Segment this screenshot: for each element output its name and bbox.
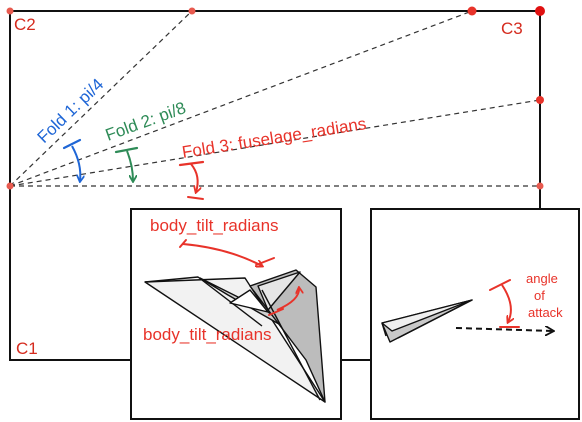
fold-line-1 bbox=[9, 10, 193, 187]
corner-label-c1: C1 bbox=[16, 339, 38, 358]
fold-points bbox=[6, 6, 545, 190]
point-fold3-end bbox=[536, 96, 544, 104]
flight-direction-line bbox=[455, 328, 553, 331]
inset-body-tilt: body_tilt_radians body_tilt_radians bbox=[130, 208, 342, 420]
point-fold2-end bbox=[467, 6, 477, 16]
aoa-label-line-2: of bbox=[534, 288, 545, 303]
paper-plane-perspective-icon bbox=[144, 269, 326, 403]
corner-label-c3: C3 bbox=[501, 19, 523, 38]
body-tilt-label-bottom: body_tilt_radians bbox=[143, 325, 272, 344]
point-fold1-end bbox=[188, 7, 196, 15]
corner-label-c2: C2 bbox=[14, 15, 36, 34]
paper-plane-side-icon bbox=[381, 299, 473, 343]
aoa-label-line-3: attack bbox=[528, 305, 563, 320]
point-c3 bbox=[535, 6, 545, 16]
point-c2 bbox=[6, 7, 14, 15]
point-origin bbox=[6, 182, 14, 190]
inset-aoa-frame bbox=[370, 208, 580, 420]
inset-angle-of-attack: angle of attack bbox=[370, 208, 580, 420]
fold-line-2 bbox=[9, 10, 473, 187]
point-center-end bbox=[536, 182, 544, 190]
aoa-label-line-1: angle bbox=[526, 271, 558, 286]
fold-lines bbox=[9, 10, 541, 187]
body-tilt-label-top: body_tilt_radians bbox=[150, 216, 279, 235]
